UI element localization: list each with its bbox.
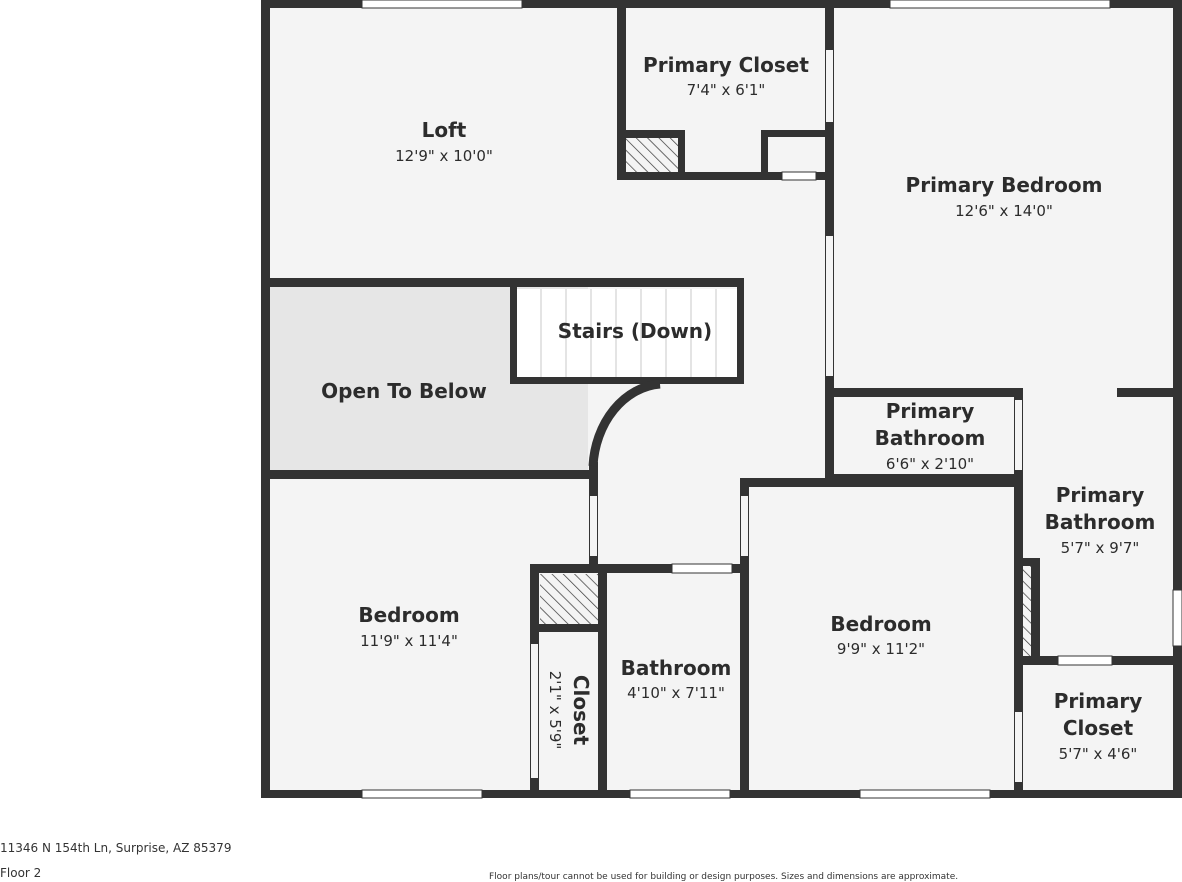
room-dims-primary-bathroom-small: 6'6" x 2'10" <box>886 455 974 473</box>
property-address: 11346 N 154th Ln, Surprise, AZ 85379 <box>0 841 232 855</box>
room-dims-loft: 12'9" x 10'0" <box>395 147 493 165</box>
windows <box>361 0 1182 799</box>
label-line: Primary <box>886 399 975 423</box>
room-label-closet: Closet <box>569 675 593 746</box>
floor-label: Floor 2 <box>0 866 42 880</box>
room-dims-closet: 2'1" x 5'9" <box>546 671 564 750</box>
room-dims-bedroom-right: 9'9" x 11'2" <box>837 640 925 658</box>
room-label-bedroom-left: Bedroom <box>358 603 459 627</box>
disclaimer-text: Floor plans/tour cannot be used for buil… <box>489 872 959 882</box>
room-dims-primary-closet-lower: 5'7" x 4'6" <box>1059 745 1138 763</box>
room-label-loft: Loft <box>422 118 467 142</box>
door-openings <box>531 50 1022 782</box>
room-label-primary-closet-upper: Primary Closet <box>643 53 809 77</box>
hatch-shaft-upper <box>626 138 678 172</box>
room-label-open-to-below: Open To Below <box>321 379 487 403</box>
room-label-primary-bedroom: Primary Bedroom <box>906 173 1103 197</box>
label-line: Closet <box>1063 716 1134 740</box>
room-dims-primary-bathroom: 5'7" x 9'7" <box>1061 539 1140 557</box>
room-dims-primary-bedroom: 12'6" x 14'0" <box>955 202 1053 220</box>
room-label-bathroom: Bathroom <box>621 656 732 680</box>
label-line: Bathroom <box>1045 510 1156 534</box>
label-line: Primary <box>1054 689 1143 713</box>
label-line: Bathroom <box>875 426 986 450</box>
arch-wall <box>588 379 661 467</box>
label-line: Primary <box>1056 483 1145 507</box>
hatch-shaft-closet <box>540 574 598 624</box>
room-dims-primary-closet-upper: 7'4" x 6'1" <box>687 81 766 99</box>
room-label-bedroom-right: Bedroom <box>830 612 931 636</box>
room-label-stairs: Stairs (Down) <box>558 319 712 343</box>
room-dims-bedroom-left: 11'9" x 11'4" <box>360 632 458 650</box>
room-labels: Loft 12'9" x 10'0" Primary Closet 7'4" x… <box>321 53 1155 763</box>
room-dims-bathroom: 4'10" x 7'11" <box>627 684 725 702</box>
stairs-treads <box>516 289 740 377</box>
